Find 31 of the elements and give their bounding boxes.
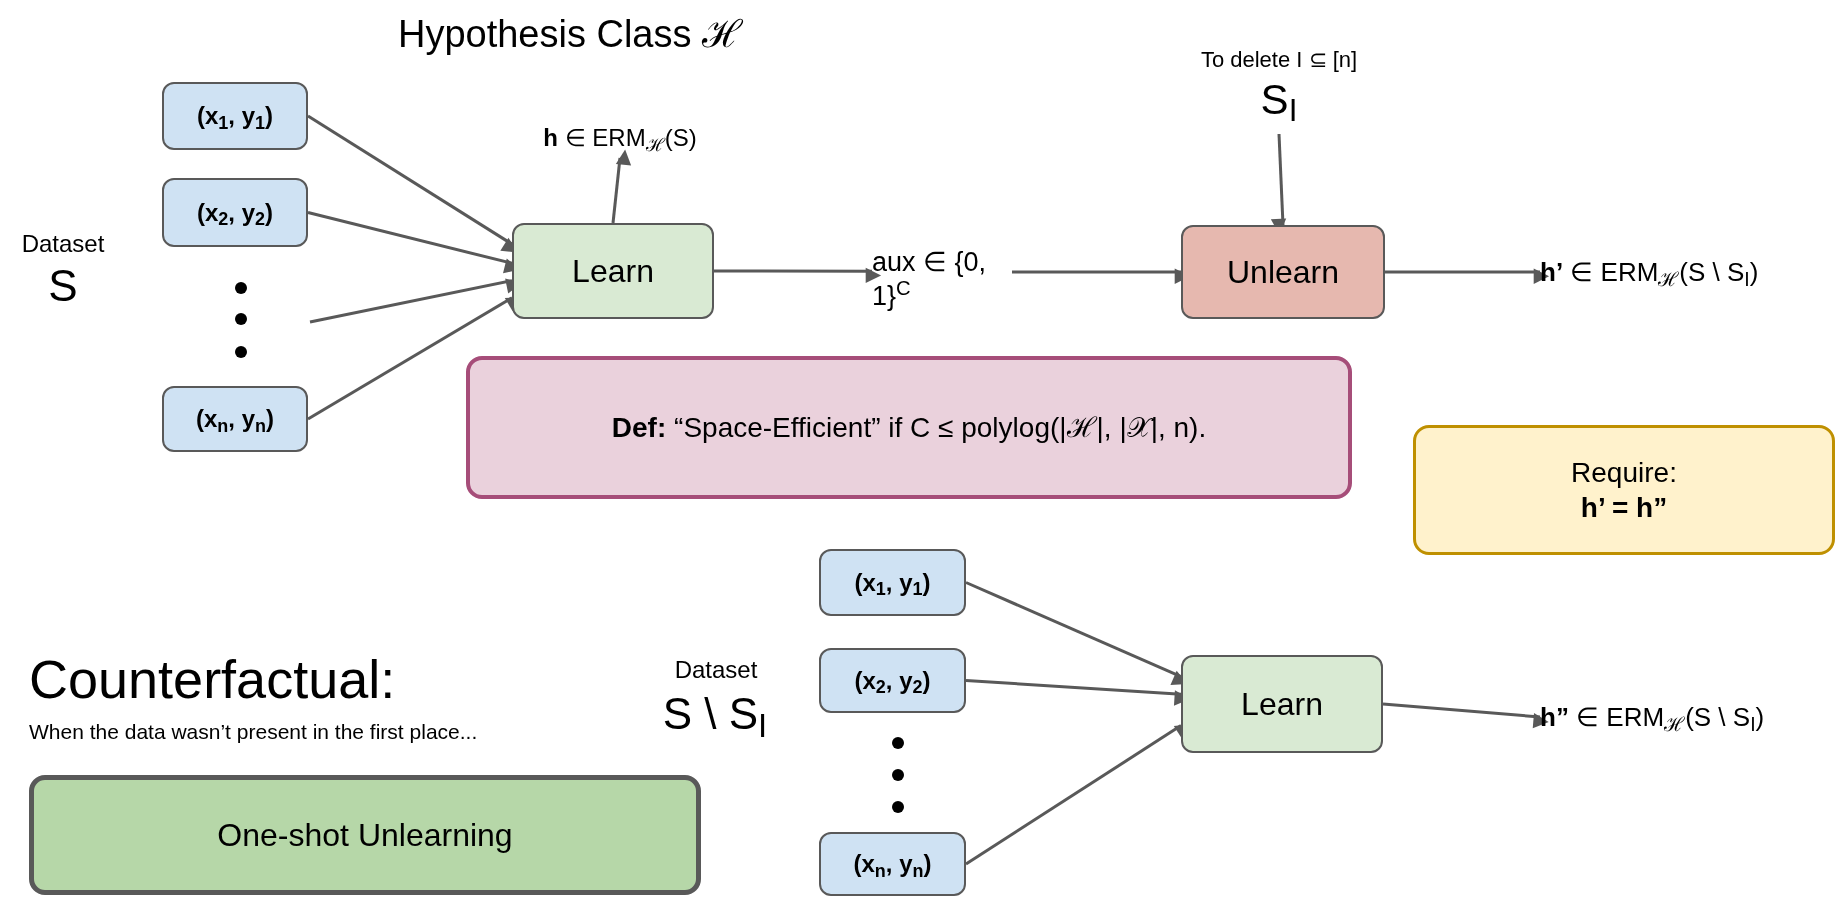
definition-box: Def: “Space-Efficient” if C ≤ polylog(|ℋ|, |𝒳|, n). [466,356,1352,499]
node-text: h’ = h” [1580,491,1668,525]
arrow [611,149,632,224]
node-text: To delete I ⊆ [n] [1200,46,1358,74]
section-heading: Counterfactual: [29,648,397,711]
method-box: One-shot Unlearning [29,775,701,895]
data-point-box: (x$_{n}$, y$_{n}$) [819,832,966,896]
output-text: h ∈ ERM$_{ℋ}$(S) [520,118,720,158]
arrow [1382,702,1549,729]
requirement-box [1413,425,1835,555]
data-point-box: (x$_{1}$, y$_{1}$) [819,549,966,616]
arrow [714,267,882,284]
subtitle: When the data wasn’t present in the first place... [29,719,479,745]
node-text: S$_{I}$ [1260,74,1298,126]
data-point-box: (x$_{2}$, y$_{2}$) [819,648,966,713]
output-text: h” ∈ ERM$_{ℋ}$(S \ S$_{I}$) [1540,672,1780,762]
title: Hypothesis Class ℋ [396,12,744,57]
dataset-label: S [47,260,79,312]
data-point-box: (x$_{n}$, y$_{n}$) [162,386,308,452]
dataset-label: Dataset [673,655,759,685]
output-text: h’ ∈ ERM$_{ℋ}$(S \ S$_{I}$) [1540,247,1836,297]
dataset-label: S \ S$_{I}$ [661,688,769,741]
process-box: Learn [1181,655,1383,753]
data-point-box: (x$_{2}$, y$_{2}$) [162,178,308,247]
output-text: aux ∈ {0, 1}$^{C}$ [872,240,1012,320]
process-box: Learn [512,223,714,319]
arrow [1385,268,1550,284]
dataset-label: Dataset [20,229,106,259]
data-point-box: (x$_{1}$, y$_{1}$) [162,82,308,150]
node-text: Require: [1571,456,1677,490]
process-box: Unlearn [1181,225,1385,319]
